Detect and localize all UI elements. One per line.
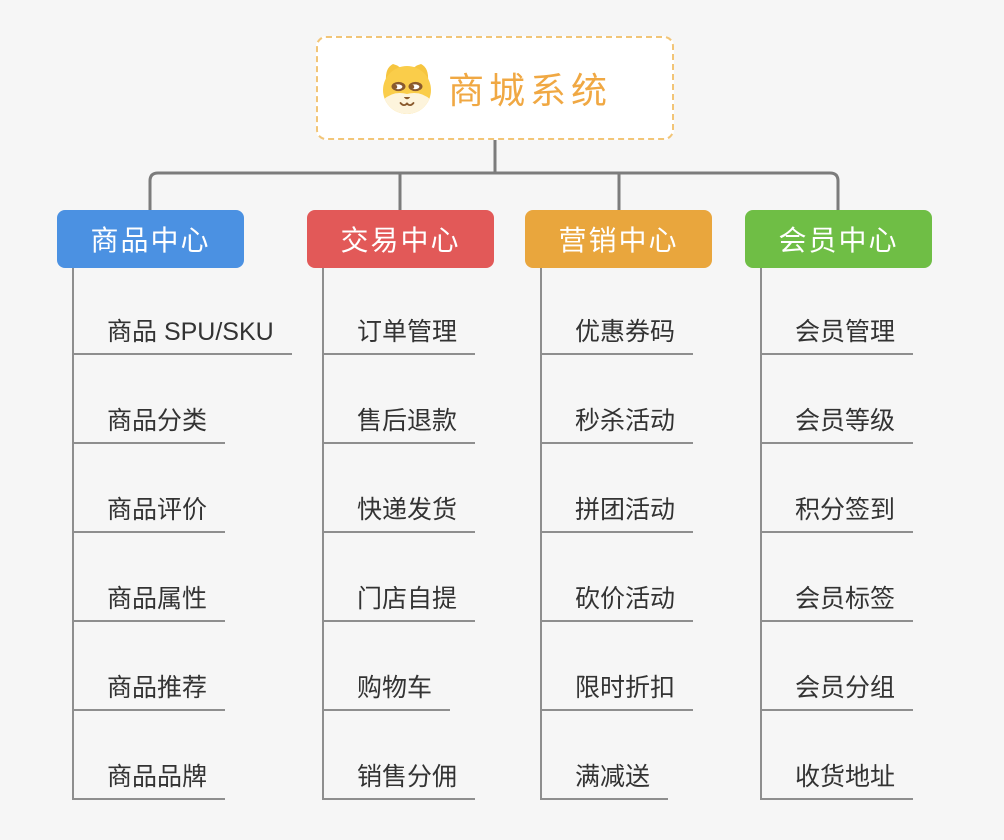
child-node[interactable]: 售后退款 — [324, 406, 476, 444]
branch-member-center: 会员中心 会员管理 会员等级 积分签到 会员标签 会员分组 收货地址 — [745, 210, 932, 800]
child-node[interactable]: 收货地址 — [762, 762, 914, 800]
child-node[interactable]: 会员等级 — [762, 406, 914, 444]
child-node[interactable]: 会员标签 — [762, 584, 914, 622]
child-node[interactable]: 商品推荐 — [74, 673, 226, 711]
branch-marketing-center: 营销中心 优惠券码 秒杀活动 拼团活动 砍价活动 限时折扣 满减送 — [525, 210, 712, 800]
child-node[interactable]: 限时折扣 — [542, 673, 694, 711]
child-node[interactable]: 会员管理 — [762, 317, 914, 355]
branch-children: 会员管理 会员等级 积分签到 会员标签 会员分组 收货地址 — [760, 268, 914, 800]
child-node[interactable]: 商品属性 — [74, 584, 226, 622]
branch-product-center: 商品中心 商品 SPU/SKU 商品分类 商品评价 商品属性 商品推荐 商品品牌 — [57, 210, 292, 800]
child-node[interactable]: 订单管理 — [324, 317, 476, 355]
child-node[interactable]: 商品评价 — [74, 495, 226, 533]
child-node[interactable]: 商品品牌 — [74, 762, 226, 800]
child-node[interactable]: 积分签到 — [762, 495, 914, 533]
branch-children: 优惠券码 秒杀活动 拼团活动 砍价活动 限时折扣 满减送 — [540, 268, 694, 800]
branch-header-member-center[interactable]: 会员中心 — [745, 210, 932, 268]
child-node[interactable]: 门店自提 — [324, 584, 476, 622]
child-node[interactable]: 快递发货 — [324, 495, 476, 533]
child-node[interactable]: 优惠券码 — [542, 317, 694, 355]
child-node[interactable]: 购物车 — [324, 673, 451, 711]
child-node[interactable]: 砍价活动 — [542, 584, 694, 622]
branch-header-product-center[interactable]: 商品中心 — [57, 210, 244, 268]
child-node[interactable]: 商品分类 — [74, 406, 226, 444]
shiba-dog-icon — [382, 64, 431, 114]
child-node[interactable]: 销售分佣 — [324, 762, 476, 800]
branch-header-marketing-center[interactable]: 营销中心 — [525, 210, 712, 268]
child-node[interactable]: 会员分组 — [762, 673, 914, 711]
child-node[interactable]: 满减送 — [542, 762, 669, 800]
child-node[interactable]: 拼团活动 — [542, 495, 694, 533]
root-title: 商城系统 — [447, 70, 612, 111]
child-node[interactable]: 秒杀活动 — [542, 406, 694, 444]
branch-children: 订单管理 售后退款 快递发货 门店自提 购物车 销售分佣 — [322, 268, 476, 800]
branch-trade-center: 交易中心 订单管理 售后退款 快递发货 门店自提 购物车 销售分佣 — [307, 210, 494, 800]
branch-header-trade-center[interactable]: 交易中心 — [307, 210, 494, 268]
child-node[interactable]: 商品 SPU/SKU — [74, 317, 292, 355]
branch-children: 商品 SPU/SKU 商品分类 商品评价 商品属性 商品推荐 商品品牌 — [72, 268, 292, 800]
root-node[interactable]: 商城系统 — [316, 36, 674, 140]
